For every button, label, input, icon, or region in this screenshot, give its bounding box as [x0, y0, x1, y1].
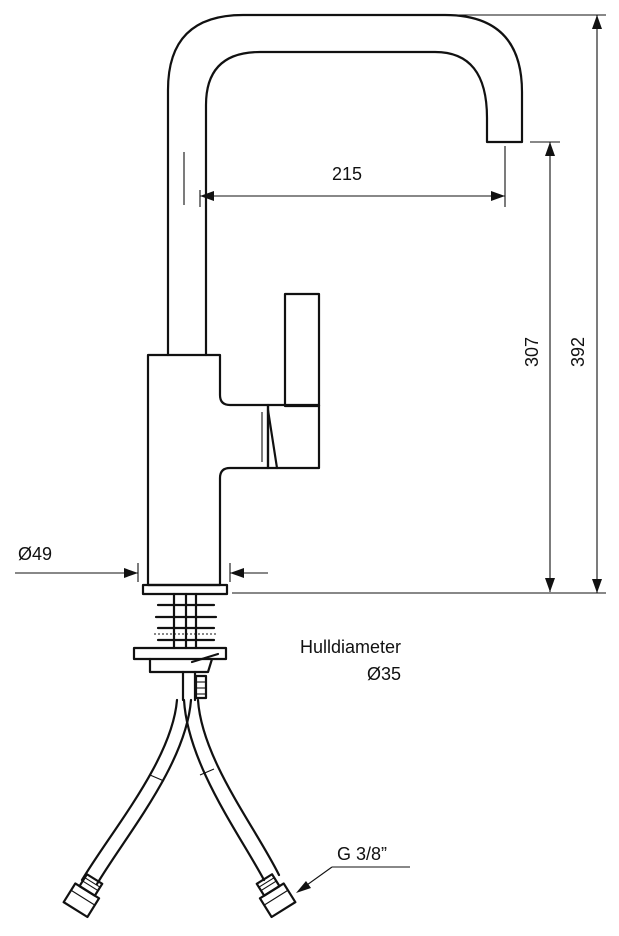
dimension-reach: 215 [199, 146, 506, 207]
base-diameter-label: Ø49 [18, 544, 52, 564]
spout [166, 13, 524, 357]
dimension-total-height: 392 [232, 14, 606, 594]
total-height-label: 392 [568, 337, 588, 367]
hoses [62, 670, 297, 919]
reach-label: 215 [332, 164, 362, 184]
hole-diameter-title: Hulldiameter [300, 637, 401, 657]
faucet-body [141, 353, 270, 596]
connection-label: G 3/8” [337, 844, 387, 864]
spout-height-label: 307 [522, 337, 542, 367]
hole-diameter-value: Ø35 [367, 664, 401, 684]
lever-handle [261, 292, 321, 470]
connection-note: G 3/8” [296, 844, 410, 893]
mounting-assembly [132, 592, 228, 674]
hole-diameter-note: Hulldiameter Ø35 [300, 637, 401, 684]
dimension-base-diameter: Ø49 [15, 544, 268, 582]
dimension-spout-height: 307 [522, 141, 560, 592]
